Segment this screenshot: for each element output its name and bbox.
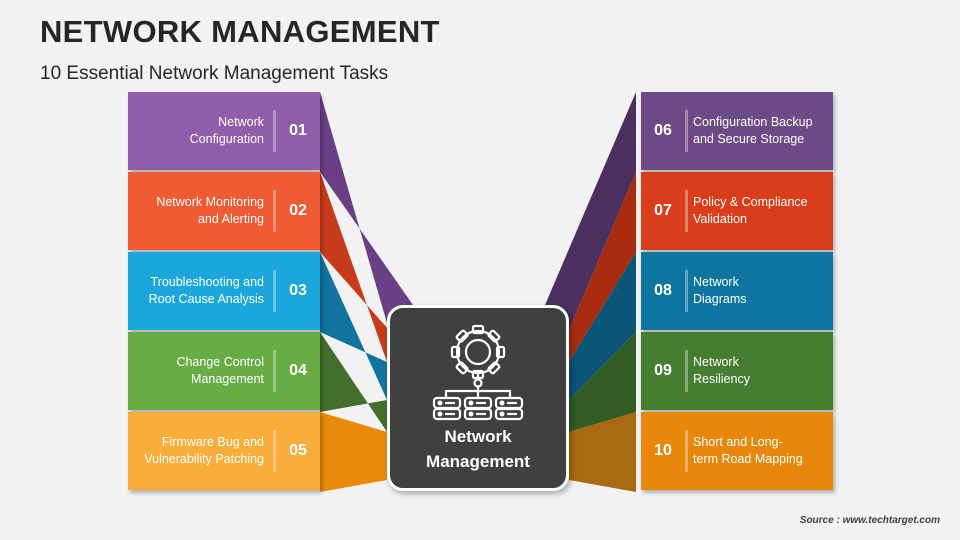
task-label: Network Monitoring and Alerting <box>134 172 264 250</box>
task-number: 10 <box>654 442 672 459</box>
connector-wedge-07 <box>569 172 636 362</box>
task-label-line1: Firmware Bug and <box>161 435 264 449</box>
task-card-10: Short and Long-term Road Mapping 10 <box>641 412 833 490</box>
task-label-line2: term Road Mapping <box>693 452 803 466</box>
task-divider <box>685 110 688 152</box>
task-divider <box>273 190 276 232</box>
task-label: Configuration Backup and Secure Storage <box>693 92 823 170</box>
page-subtitle: 10 Essential Network Management Tasks <box>40 63 389 84</box>
task-number: 05 <box>289 442 307 459</box>
connector-wedge-02 <box>320 172 389 362</box>
task-card-02: Network Monitoring and Alerting 02 <box>128 172 320 250</box>
task-label-line1: Troubleshooting and <box>150 275 264 289</box>
task-label-line2: Resiliency <box>693 372 750 386</box>
task-divider <box>273 350 276 392</box>
task-number: 03 <box>289 282 307 299</box>
task-number: 09 <box>654 362 672 379</box>
task-label-line2: Validation <box>693 212 747 226</box>
page-title: NETWORK MANAGEMENT <box>40 14 440 49</box>
connector-wedge-10 <box>569 412 636 492</box>
task-label: Short and Long-term Road Mapping <box>693 412 823 490</box>
connector-wedge-09 <box>569 332 636 432</box>
center-label-line2: Management <box>426 452 530 471</box>
task-number: 01 <box>289 122 307 139</box>
task-label-line2: Management <box>191 372 264 386</box>
center-hub: Network Management <box>387 305 569 491</box>
center-label-line1: Network <box>444 427 512 446</box>
task-label-line1: Network Monitoring <box>156 195 264 209</box>
task-label-line1: Network <box>693 275 739 289</box>
task-divider <box>685 430 688 472</box>
task-label-line2: Diagrams <box>693 292 747 306</box>
task-label-line1: Short and Long- <box>693 435 783 449</box>
task-label-line1: Configuration Backup <box>693 115 813 129</box>
connector-wedge-06 <box>545 92 636 330</box>
task-divider <box>273 110 276 152</box>
task-divider <box>685 350 688 392</box>
task-number: 08 <box>654 282 672 299</box>
task-label-line1: Policy & Compliance <box>693 195 808 209</box>
task-label-line1: Network <box>693 355 739 369</box>
center-label: Network Management <box>390 424 566 474</box>
connector-wedge-03 <box>320 252 387 400</box>
gear-network-servers-icon <box>432 324 524 421</box>
task-divider <box>685 190 688 232</box>
task-label-line2: Configuration <box>189 132 264 146</box>
task-number: 02 <box>289 202 307 219</box>
task-label-line1: Change Control <box>176 355 264 369</box>
task-divider <box>685 270 688 312</box>
task-label-line1: Network <box>218 115 264 129</box>
task-label-line2: and Secure Storage <box>693 132 805 146</box>
task-label-line2: and Alerting <box>197 212 264 226</box>
task-divider <box>273 430 276 472</box>
task-number: 06 <box>654 122 672 139</box>
connector-wedge-04 <box>320 332 387 432</box>
task-divider <box>273 270 276 312</box>
task-number: 07 <box>654 202 672 219</box>
task-card-06: Configuration Backup and Secure Storage 06 <box>641 92 833 170</box>
task-label-line2: Root Cause Analysis <box>148 292 264 306</box>
task-label-line2: Vulnerability Patching <box>144 452 264 466</box>
connector-wedge-08 <box>569 252 636 400</box>
connector-wedge-05 <box>320 412 387 492</box>
task-number: 04 <box>289 362 307 379</box>
source-credit: Source : www.techtarget.com <box>799 515 940 526</box>
